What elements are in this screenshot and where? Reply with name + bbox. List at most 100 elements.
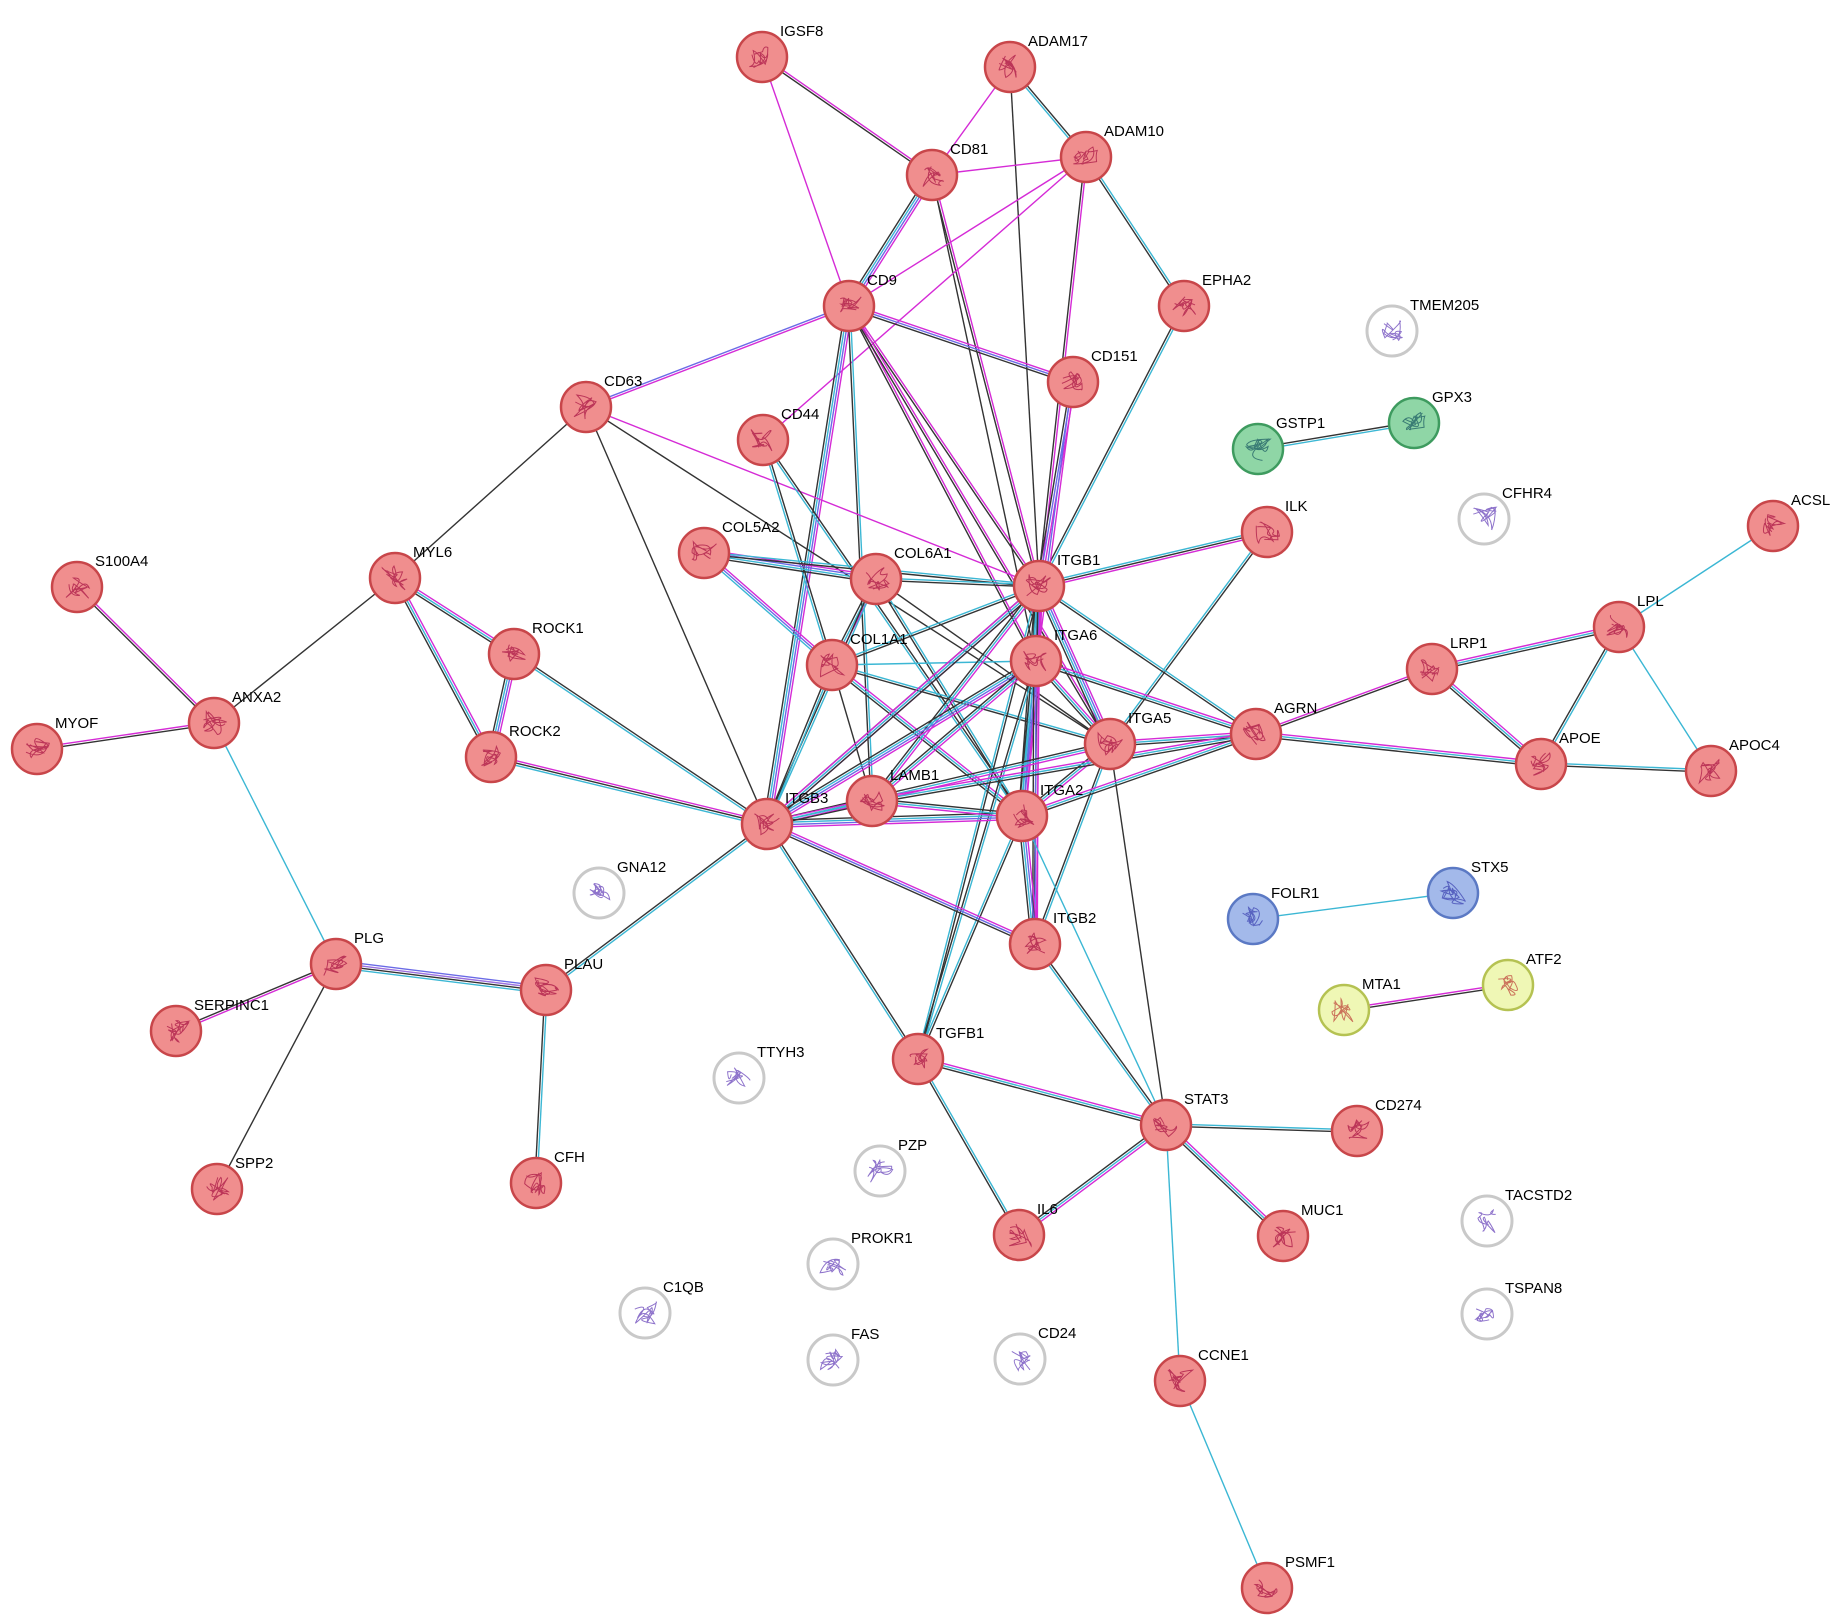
node-cd151[interactable]: CD151 [1046, 348, 1138, 409]
node-cfhr4[interactable]: CFHR4 [1457, 485, 1552, 546]
node-circle[interactable] [853, 1144, 907, 1198]
node-cd63[interactable]: CD63 [559, 373, 642, 434]
node-ilk[interactable]: ILK [1240, 498, 1308, 559]
edge-evidence-cyan [1618, 525, 1774, 628]
node-cd81[interactable]: CD81 [905, 141, 988, 202]
node-col5a2[interactable]: COL5A2 [677, 519, 780, 580]
node-circle[interactable] [1405, 642, 1459, 696]
node-circle[interactable] [891, 1032, 945, 1086]
node-circle[interactable] [1240, 1561, 1294, 1615]
node-itgb3[interactable]: ITGB3 [740, 790, 828, 851]
edge-igsf8-cd81 [760, 55, 934, 177]
node-label: LRP1 [1450, 635, 1488, 652]
node-circle[interactable] [849, 552, 903, 606]
edge-itga2-tgfb1 [916, 815, 1024, 1060]
node-il6[interactable]: IL6 [992, 1201, 1058, 1262]
node-muc1[interactable]: MUC1 [1256, 1202, 1344, 1263]
edge-evidence-black [1022, 735, 1257, 819]
node-tgfb1[interactable]: TGFB1 [891, 1025, 984, 1086]
node-rock2[interactable]: ROCK2 [464, 723, 561, 784]
node-circle[interactable] [618, 1286, 672, 1340]
node-circle[interactable] [1514, 737, 1568, 791]
node-gstp1[interactable]: GSTP1 [1231, 415, 1325, 476]
node-adam17[interactable]: ADAM17 [983, 33, 1088, 94]
node-serpinc1[interactable]: SERPINC1 [149, 997, 269, 1058]
node-circle[interactable] [187, 696, 241, 750]
node-lamb1[interactable]: LAMB1 [845, 767, 939, 828]
node-cfh[interactable]: CFH [509, 1149, 585, 1210]
edge-col5a2-col1a1 [702, 550, 834, 668]
node-gna12[interactable]: GNA12 [572, 859, 666, 920]
node-pzp[interactable]: PZP [853, 1137, 927, 1198]
node-atf2[interactable]: ATF2 [1481, 951, 1562, 1012]
node-plau[interactable]: PLAU [519, 956, 603, 1017]
node-circle[interactable] [1460, 1194, 1514, 1248]
node-tacstd2[interactable]: TACSTD2 [1460, 1187, 1572, 1248]
node-col1a1[interactable]: COL1A1 [805, 631, 908, 692]
node-circle[interactable] [736, 413, 790, 467]
node-psmf1[interactable]: PSMF1 [1240, 1554, 1335, 1615]
node-itga6[interactable]: ITGA6 [1009, 627, 1097, 688]
node-lpl[interactable]: LPL [1592, 593, 1664, 654]
node-circle[interactable] [1139, 1098, 1193, 1152]
node-cd24[interactable]: CD24 [993, 1325, 1076, 1386]
node-apoe[interactable]: APOE [1514, 730, 1601, 791]
node-spp2[interactable]: SPP2 [190, 1155, 273, 1216]
protein-structure-icon [634, 1301, 657, 1325]
node-tspan8[interactable]: TSPAN8 [1460, 1280, 1562, 1341]
edge-evidence-cyan [512, 654, 767, 826]
node-igsf8[interactable]: IGSF8 [735, 23, 823, 84]
node-ttyh3[interactable]: TTYH3 [712, 1044, 805, 1105]
node-folr1[interactable]: FOLR1 [1226, 885, 1319, 946]
node-circle[interactable] [993, 1332, 1047, 1386]
node-itga2[interactable]: ITGA2 [995, 782, 1083, 843]
node-anxa2[interactable]: ANXA2 [187, 689, 281, 750]
node-circle[interactable] [1009, 634, 1063, 688]
edge-evidence-cyan [761, 440, 1022, 818]
node-col6a1[interactable]: COL6A1 [849, 545, 952, 606]
edge-evidence-cyan [831, 584, 1039, 665]
node-cd44[interactable]: CD44 [736, 406, 819, 467]
node-circle[interactable] [735, 30, 789, 84]
node-itga5[interactable]: ITGA5 [1083, 710, 1171, 771]
node-ccne1[interactable]: CCNE1 [1153, 1347, 1249, 1408]
node-acsl[interactable]: ACSL [1746, 492, 1830, 553]
node-plg[interactable]: PLG [309, 930, 384, 991]
node-myof[interactable]: MYOF [10, 715, 98, 776]
protein-structure-icon [819, 1258, 847, 1276]
edge-itga6-lamb1 [870, 658, 1038, 804]
node-myl6[interactable]: MYL6 [368, 544, 452, 605]
node-circle[interactable] [1240, 505, 1294, 559]
node-tmem205[interactable]: TMEM205 [1365, 297, 1479, 358]
node-rock1[interactable]: ROCK1 [487, 620, 584, 681]
node-circle[interactable] [806, 1333, 860, 1387]
node-cd274[interactable]: CD274 [1330, 1097, 1422, 1158]
node-circle[interactable] [1330, 1104, 1384, 1158]
node-circle[interactable] [368, 551, 422, 605]
node-prokr1[interactable]: PROKR1 [806, 1230, 913, 1291]
node-itgb2[interactable]: ITGB2 [1008, 910, 1096, 971]
node-itgb1[interactable]: ITGB1 [1012, 552, 1100, 613]
node-adam10[interactable]: ADAM10 [1059, 123, 1164, 184]
node-circle[interactable] [1317, 983, 1371, 1037]
edge-itgb3-cd63 [585, 406, 768, 825]
node-circle[interactable] [50, 560, 104, 614]
node-fas[interactable]: FAS [806, 1326, 879, 1387]
node-circle[interactable] [1157, 279, 1211, 333]
node-c1qb[interactable]: C1QB [618, 1279, 704, 1340]
node-mta1[interactable]: MTA1 [1317, 976, 1401, 1037]
node-s100a4[interactable]: S100A4 [50, 553, 148, 614]
edge-evidence-black [847, 306, 1039, 588]
node-circle[interactable] [519, 963, 573, 1017]
node-epha2[interactable]: EPHA2 [1157, 272, 1251, 333]
edge-cd9-cd63 [585, 304, 850, 409]
node-circle[interactable] [995, 789, 1049, 843]
node-apoc4[interactable]: APOC4 [1684, 737, 1780, 798]
node-agrn[interactable]: AGRN [1229, 700, 1317, 761]
node-cd9[interactable]: CD9 [822, 272, 897, 333]
node-stat3[interactable]: STAT3 [1139, 1091, 1228, 1152]
node-stx5[interactable]: STX5 [1426, 859, 1509, 920]
node-lrp1[interactable]: LRP1 [1405, 635, 1488, 696]
node-gpx3[interactable]: GPX3 [1387, 389, 1472, 450]
protein-structure-icon [750, 429, 773, 452]
